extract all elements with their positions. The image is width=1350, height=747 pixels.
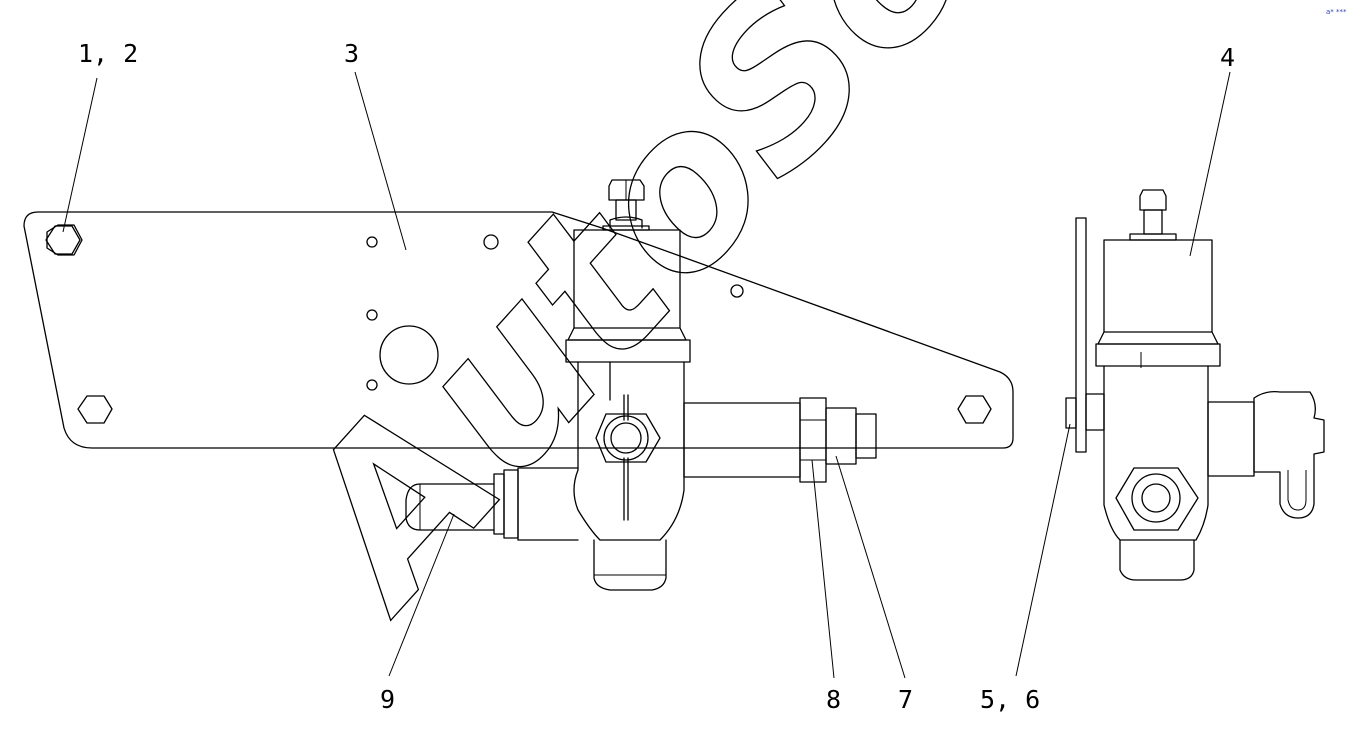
mounting-bracket xyxy=(23,211,1014,449)
corner-mark: a* *** xyxy=(1326,8,1347,16)
watermark: AutoSoft xyxy=(241,0,1158,655)
bolt-head-right xyxy=(957,395,992,424)
callout-8: 8 xyxy=(826,685,841,714)
callouts: 1, 2 3 4 5, 6 7 8 9 xyxy=(78,39,1235,714)
bolt-head-bottom-left xyxy=(77,395,113,424)
leader-lines xyxy=(62,71,1231,679)
callout-1-2: 1, 2 xyxy=(78,39,138,68)
callout-3: 3 xyxy=(344,39,359,68)
valve-body-side xyxy=(1065,189,1325,581)
callout-9: 9 xyxy=(380,685,395,714)
callout-5-6: 5, 6 xyxy=(980,685,1040,714)
valve-body-front xyxy=(405,179,877,591)
watermark-text: AutoSoft xyxy=(242,0,1158,655)
bolt-head-top-left xyxy=(45,224,83,256)
callout-7: 7 xyxy=(898,685,913,714)
callout-4: 4 xyxy=(1220,43,1235,72)
